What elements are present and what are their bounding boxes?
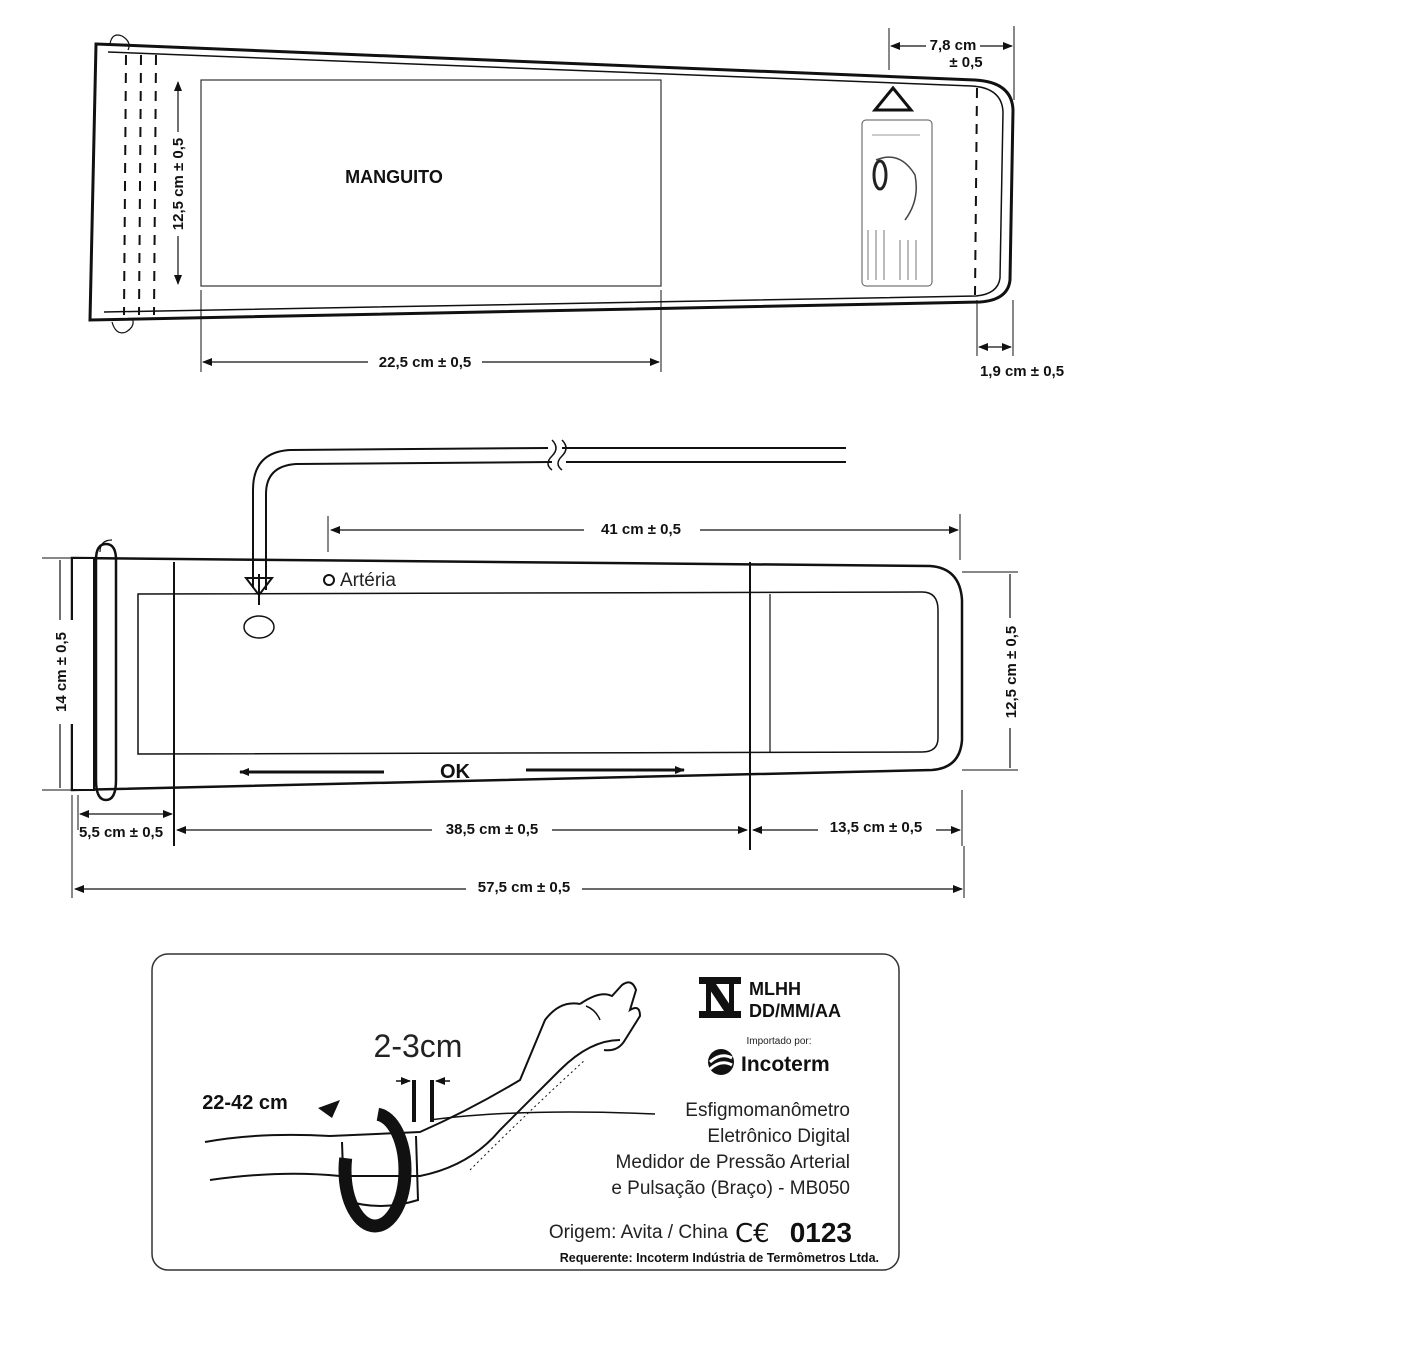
dim-12-5-right: 12,5 cm ± 0,5 <box>1003 626 1020 718</box>
d-ring <box>94 542 118 802</box>
tube-outer <box>252 447 549 588</box>
cuff-top-view: MANGUITO 12,5 cm ± 0,5 22,5 cm ± 0,5 7,8… <box>88 26 1064 380</box>
cuff-full-view: Artéria OK 41 cm ± 0,5 14 cm ± 0,5 12,5 … <box>42 439 1024 898</box>
inner-panel <box>137 591 939 755</box>
date-format: DD/MM/AA <box>749 1001 841 1021</box>
artery-label: Artéria <box>340 570 396 591</box>
dim-tab-top-tolerance: ± 0,5 <box>949 54 982 71</box>
dim-5-5: 5,5 cm ± 0,5 <box>79 824 163 841</box>
dim-height-top: 12,5 cm ± 0,5 <box>170 138 187 230</box>
dim-13-5: 13,5 cm ± 0,5 <box>830 819 922 836</box>
cuff-wrap-icon <box>338 1107 412 1233</box>
ce-mark-icon: C€ <box>735 1219 770 1249</box>
dim-tab-top: 7,8 cm <box>930 37 977 54</box>
artery-marker-icon <box>323 574 335 586</box>
gap-label: 2-3cm <box>374 1028 463 1064</box>
cuff-outline-full <box>70 556 964 792</box>
desc-line-1: Esfigmomanômetro <box>685 1100 850 1121</box>
dim-57-5: 57,5 cm ± 0,5 <box>478 879 570 896</box>
certification-logo-icon <box>699 977 741 1018</box>
dim-14: 14 cm ± 0,5 <box>53 632 70 712</box>
dim-end-top: 1,9 cm ± 0,5 <box>980 363 1064 380</box>
cuff-label: MANGUITO <box>345 167 443 187</box>
applicant: Requerente: Incoterm Indústria de Termôm… <box>560 1251 879 1265</box>
desc-line-3: Medidor de Pressão Arterial <box>616 1152 850 1173</box>
dim-38-5: 38,5 cm ± 0,5 <box>446 821 538 838</box>
circumference-label: 22-42 cm <box>202 1092 288 1114</box>
dim-width-top: 22,5 cm ± 0,5 <box>379 354 471 371</box>
bladder-rectangle <box>200 79 662 287</box>
tube-break <box>547 439 557 471</box>
tube-port <box>243 615 275 639</box>
cuff-end-bar <box>71 557 95 791</box>
cuff-outline-top <box>88 42 1015 322</box>
imported-by: Importado por: <box>746 1036 811 1047</box>
desc-line-4: e Pulsação (Braço) - MB050 <box>611 1178 850 1199</box>
ring-bottom <box>111 317 134 334</box>
incoterm-logo-icon <box>708 1049 734 1075</box>
product-label: 2-3cm 22-42 cm MLHH DD/MM/AA Importado p… <box>151 953 900 1271</box>
mini-arm-icon <box>875 156 917 221</box>
ce-number: 0123 <box>790 1217 852 1248</box>
ring-top <box>109 34 130 51</box>
warning-triangle-icon <box>871 85 915 112</box>
desc-line-2: Eletrônico Digital <box>707 1126 850 1147</box>
brand-name: Incoterm <box>741 1053 830 1076</box>
mini-label <box>861 119 933 287</box>
origin: Origem: Avita / China <box>549 1222 729 1243</box>
batch-code: MLHH <box>749 979 801 999</box>
dim-41: 41 cm ± 0,5 <box>601 521 681 538</box>
ok-label: OK <box>440 761 471 783</box>
